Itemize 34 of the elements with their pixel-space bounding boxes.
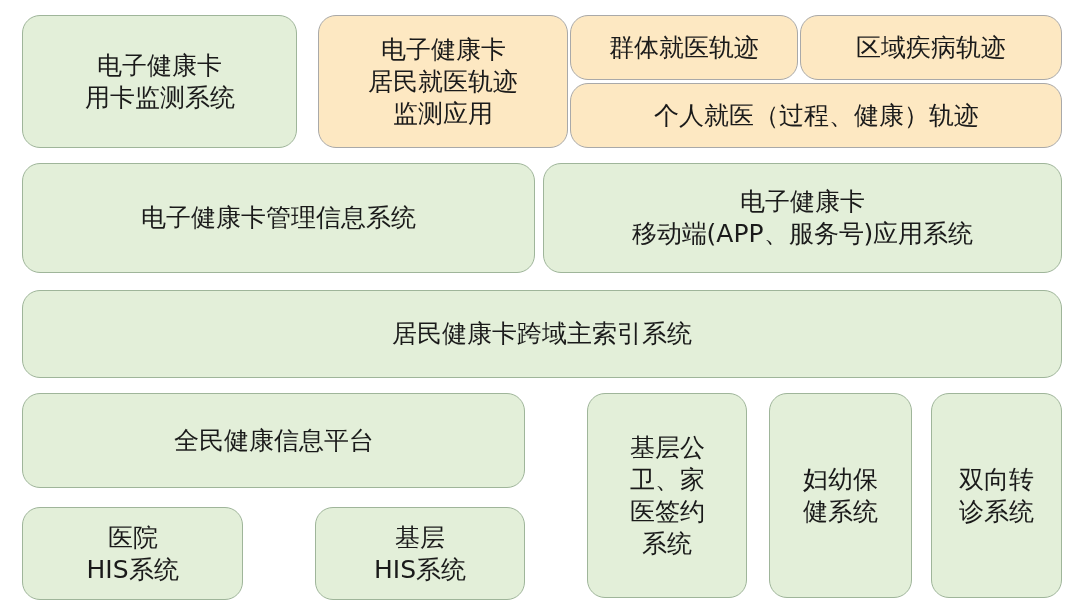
box-label: 全民健康信息平台 — [173, 424, 374, 457]
box-label: 群体就医轨迹 — [609, 31, 759, 64]
box-label: 医院 — [107, 521, 158, 554]
box-label: 双向转诊系统 — [959, 463, 1034, 528]
application-box — [800, 15, 1062, 80]
box-label: 电子健康卡 — [740, 186, 865, 218]
box-label: 个人就医（过程、健康）轨迹 — [653, 99, 979, 132]
system-box — [543, 163, 1062, 273]
box-label: 电子健康卡 — [380, 33, 506, 66]
system-box — [587, 393, 747, 598]
box-label: 电子健康卡 — [97, 49, 222, 82]
box-label: 区域疾病轨迹 — [856, 31, 1006, 64]
system-box — [769, 393, 912, 598]
box-label: 妇幼保健系统 — [803, 463, 878, 528]
system-box — [22, 163, 535, 273]
system-box — [22, 15, 297, 148]
application-box — [318, 15, 568, 148]
application-box — [570, 15, 798, 80]
system-box — [22, 507, 243, 600]
application-box — [570, 83, 1062, 148]
box-label: 监测应用 — [393, 97, 493, 130]
box-label: 用卡监测系统 — [84, 81, 235, 114]
system-box — [315, 507, 525, 600]
box-label: HIS系统 — [86, 553, 179, 586]
box-label: 居民就医轨迹 — [368, 65, 518, 98]
box-label: 基层公卫、家医签约系统 — [629, 431, 705, 560]
system-box — [22, 290, 1062, 378]
box-label: 移动端(APP、服务号)应用系统 — [631, 218, 974, 250]
system-box — [931, 393, 1062, 598]
box-label: HIS系统 — [373, 553, 466, 586]
box-label: 基层 — [395, 521, 445, 554]
box-label: 电子健康卡管理信息系统 — [141, 202, 416, 234]
system-box — [22, 393, 525, 488]
box-label: 居民健康卡跨域主索引系统 — [392, 318, 692, 350]
